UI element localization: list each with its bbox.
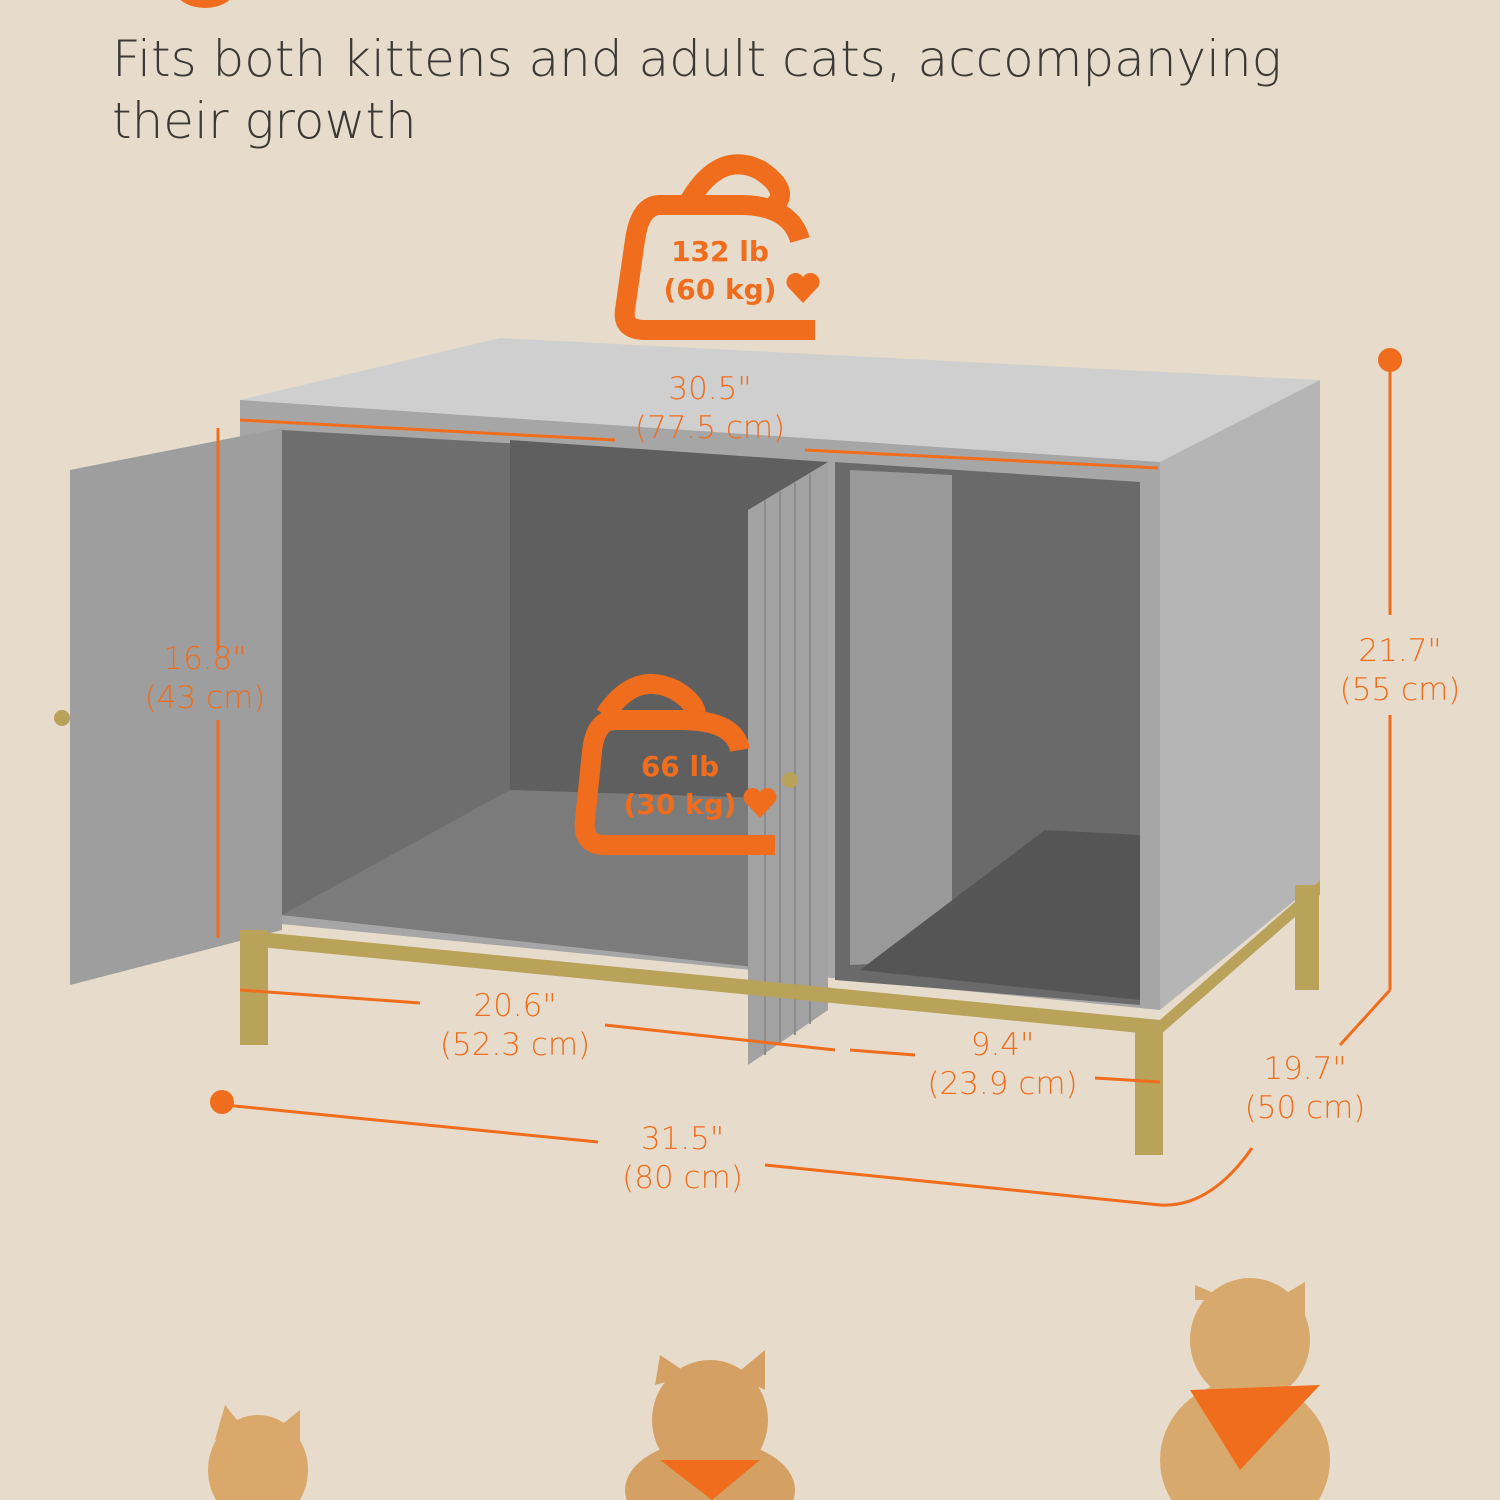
dim-cm: (52.3 cm) xyxy=(439,1027,591,1063)
dim-in: 9.4" xyxy=(970,1027,1035,1063)
heart-icon xyxy=(786,272,820,303)
heart-arrow-icon xyxy=(1378,348,1402,372)
weight-lb: 132 lb xyxy=(671,235,769,268)
young-cat-image xyxy=(625,1350,795,1500)
weight-kg: (60 kg) xyxy=(663,273,777,306)
padlock-weight-icon xyxy=(574,154,815,855)
dim-in: 30.5" xyxy=(668,371,752,407)
dim-cm: (77.5 cm) xyxy=(634,410,786,446)
dim-door-height: 16.8"(43 cm) xyxy=(120,640,290,718)
heart-arrow-icon xyxy=(210,1090,234,1114)
litter-mat xyxy=(860,830,1140,1000)
dim-top-width: 30.5"(77.5 cm) xyxy=(610,370,810,448)
dim-in: 16.8" xyxy=(163,641,247,677)
adult-cat-image xyxy=(1160,1278,1330,1500)
dim-in: 31.5" xyxy=(640,1121,725,1157)
weight-lb: 66 lb xyxy=(640,750,720,783)
dim-depth: 19.7"(50 cm) xyxy=(1225,1050,1385,1128)
door-knob xyxy=(54,710,70,726)
kitten-image xyxy=(208,1405,308,1500)
middle-door xyxy=(748,462,828,1065)
headline: Fits both kittens and adult cats, accomp… xyxy=(112,30,1282,150)
dim-cm: (43 cm) xyxy=(144,680,266,716)
cabinet-side xyxy=(1160,380,1320,1010)
top-accent-dot xyxy=(175,0,235,8)
dim-in: 20.6" xyxy=(473,988,557,1024)
metal-legs xyxy=(240,880,1320,1155)
dim-total-width: 31.5"(80 cm) xyxy=(600,1120,765,1198)
weight-kg: (30 kg) xyxy=(623,788,737,821)
weight-badge-inner: 66 lb (30 kg) xyxy=(600,748,760,824)
dim-in: 19.7" xyxy=(1263,1051,1347,1087)
left-door xyxy=(70,428,282,985)
dim-in: 21.7" xyxy=(1358,633,1442,669)
dimension-lines xyxy=(216,365,1392,1207)
dim-cm: (23.9 cm) xyxy=(927,1066,1078,1102)
weight-badge-top: 132 lb (60 kg) xyxy=(640,233,800,309)
heart-icon xyxy=(743,787,777,818)
dim-cm: (80 cm) xyxy=(622,1160,743,1196)
dim-total-height: 21.7"(55 cm) xyxy=(1320,632,1480,710)
dim-right-compartment: 9.4"(23.9 cm) xyxy=(910,1026,1095,1104)
cabinet-top xyxy=(240,338,1320,462)
dim-cm: (50 cm) xyxy=(1244,1090,1366,1126)
dim-left-compartment: 20.6"(52.3 cm) xyxy=(420,987,610,1065)
dim-cm: (55 cm) xyxy=(1339,672,1461,708)
